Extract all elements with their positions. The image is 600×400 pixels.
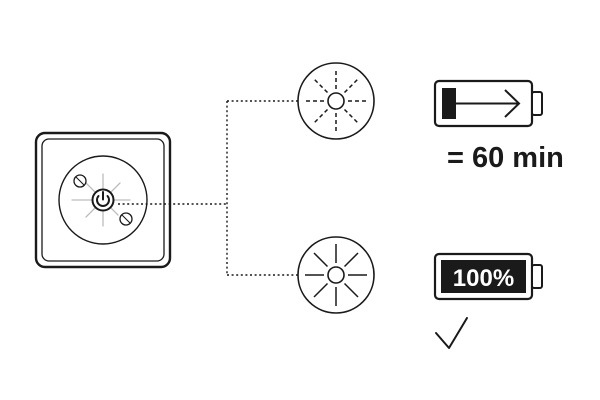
battery-full-label: 100%	[453, 265, 514, 292]
device-screw-bottom	[119, 212, 133, 226]
charge-duration-label: = 60 min	[447, 142, 564, 174]
checkmark-icon	[435, 317, 468, 349]
connector-lines	[118, 100, 298, 276]
charger-device-icon	[34, 131, 172, 269]
blinking-light-icon	[297, 62, 375, 140]
steady-light-icon	[297, 236, 375, 314]
battery-full-icon: 100%	[433, 252, 543, 301]
device-light-rays	[71, 173, 131, 227]
device-screw-top	[73, 174, 87, 188]
battery-charging-icon	[433, 79, 543, 128]
power-icon	[91, 188, 115, 212]
